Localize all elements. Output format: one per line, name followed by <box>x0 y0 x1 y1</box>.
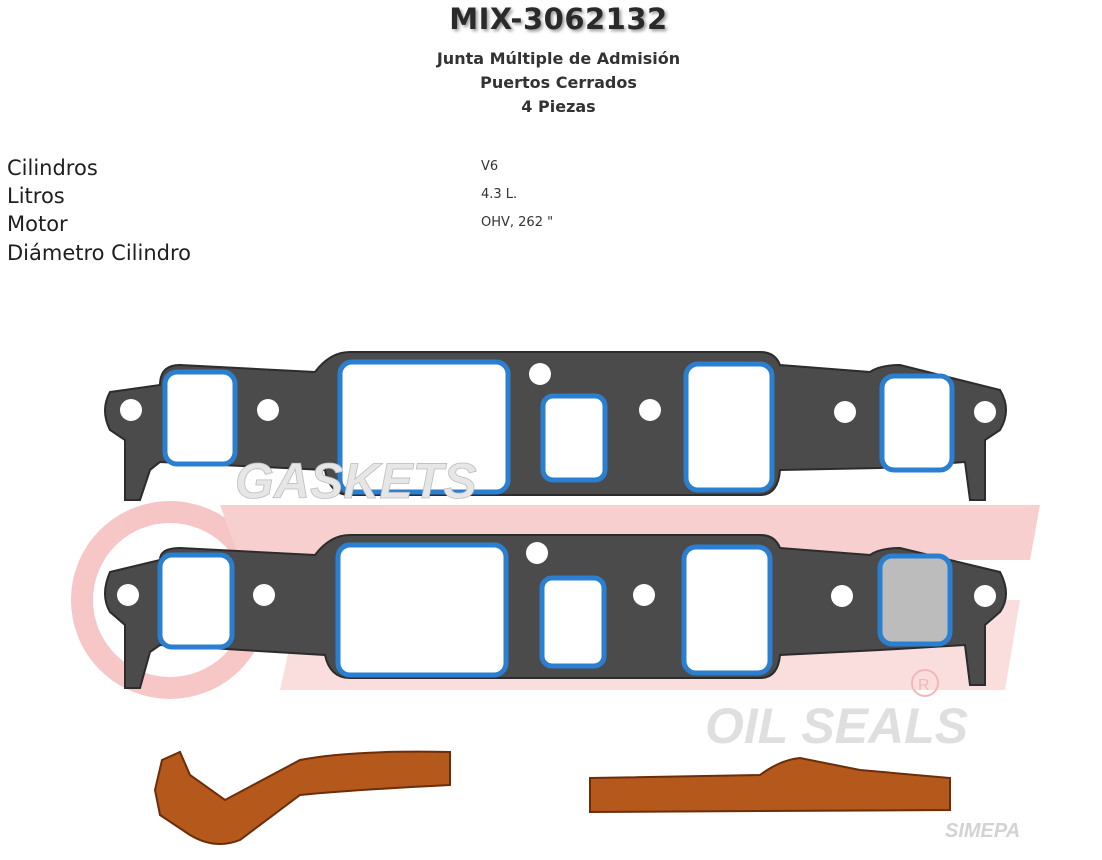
spec-value-cylinders: V6 <box>481 159 499 174</box>
spec-label-cylinders: Cilindros <box>7 156 98 180</box>
spec-label-engine: Motor <box>7 212 68 236</box>
spec-label-bore: Diámetro Cilindro <box>7 241 192 265</box>
description-line-3: 4 Piezas <box>521 97 596 116</box>
watermark-oil-seals: OIL SEALS <box>705 698 968 754</box>
spec-label-liters: Litros <box>7 184 65 208</box>
product-code: MIX-3062132 <box>449 2 668 36</box>
spec-value-liters: 4.3 L. <box>481 187 518 202</box>
upper-gasket <box>104 351 1007 501</box>
cork-end-seals <box>153 750 951 845</box>
description-line-2: Puertos Cerrados <box>480 73 637 92</box>
svg-text:R: R <box>918 677 930 694</box>
watermark-simepa: SIMEPA <box>945 820 1020 842</box>
spec-value-engine: OHV, 262 " <box>481 215 554 230</box>
watermark-gaskets: GASKETS <box>235 453 477 509</box>
blocked-port-plate <box>877 553 953 647</box>
lower-gasket <box>104 534 1007 689</box>
description-line-1: Junta Múltiple de Admisión <box>436 49 681 68</box>
